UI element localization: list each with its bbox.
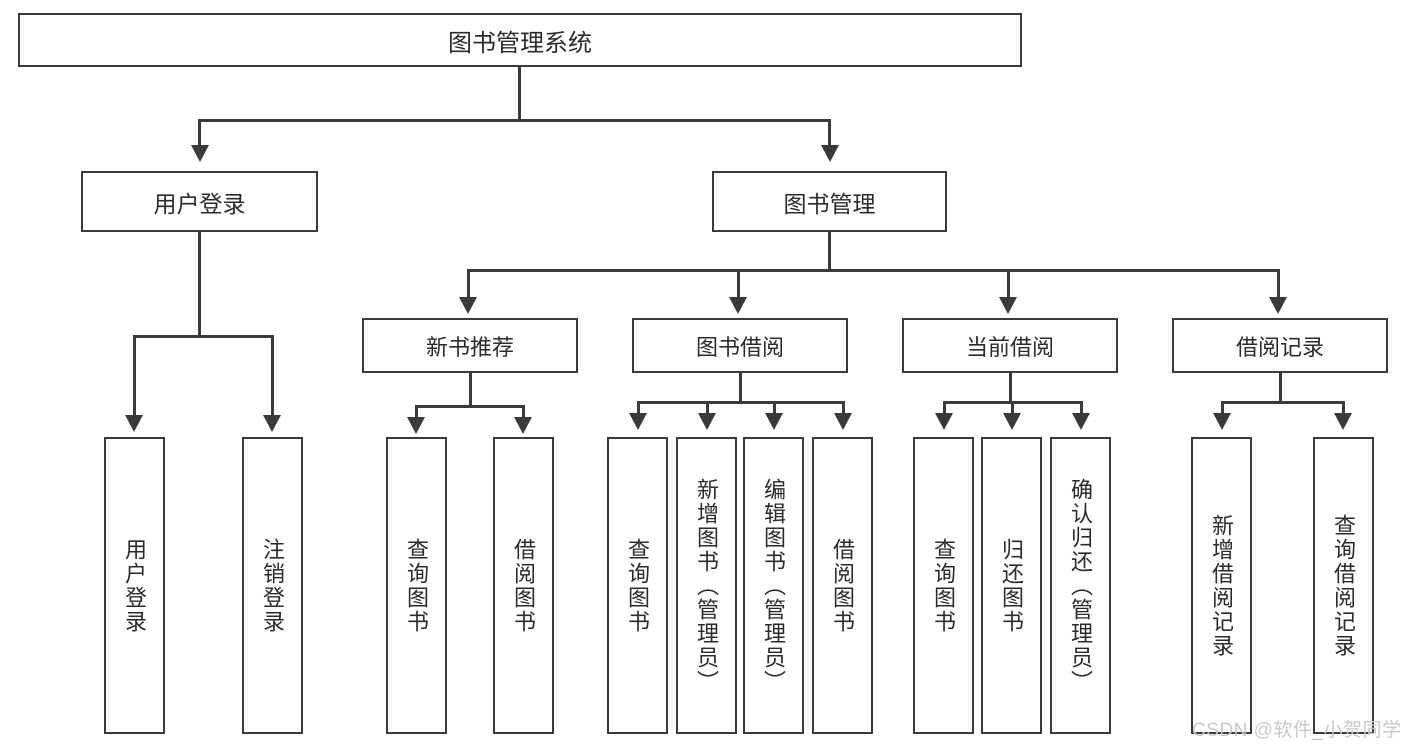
node-borrow-record[interactable]: 借阅记录 — [1172, 318, 1388, 373]
leaf-current-borrow-2[interactable]: 归还图书 — [981, 437, 1042, 734]
leaf-label: 编辑图书（管理员） — [761, 477, 787, 694]
node-label: 用户登录 — [153, 190, 246, 217]
connector-current-borrow-stem — [1009, 373, 1012, 403]
node-book-manage[interactable]: 图书管理 — [712, 171, 947, 232]
connector-book-manage-child-2 — [737, 269, 740, 299]
arrow-book-manage-child-3 — [999, 297, 1017, 314]
connector-book-borrow-leaf-4 — [842, 401, 845, 415]
connector-book-manage-child-3 — [1007, 269, 1010, 299]
leaf-label: 借阅图书 — [830, 537, 856, 634]
arrow-new-book-leaf-2 — [514, 417, 532, 434]
arrow-current-borrow-leaf-2 — [1003, 413, 1021, 430]
watermark-text: CSDN @软件_小贺同学 — [1192, 720, 1402, 741]
connector-book-borrow-bar — [637, 401, 845, 404]
connector-current-borrow-leaf-1 — [943, 401, 946, 415]
connector-book-borrow-stem — [739, 373, 742, 403]
leaf-user-login-2[interactable]: 注销登录 — [242, 437, 303, 734]
arrow-book-manage-child-4 — [1269, 297, 1287, 314]
leaf-borrow-record-2[interactable]: 查询借阅记录 — [1313, 437, 1374, 734]
node-book-borrow[interactable]: 图书借阅 — [632, 318, 848, 373]
connector-root-to-user-login — [198, 119, 201, 147]
csdn-watermark: CSDN @软件_小贺同学 — [1192, 715, 1401, 742]
leaf-label: 查询借阅记录 — [1331, 513, 1357, 658]
node-label: 新书推荐 — [425, 334, 514, 360]
node-new-book-recommend[interactable]: 新书推荐 — [362, 318, 578, 373]
arrow-book-borrow-leaf-2 — [698, 413, 716, 430]
leaf-label: 注销登录 — [260, 537, 286, 634]
arrow-user-login-leaf-1 — [125, 415, 143, 432]
arrow-root-to-user-login — [191, 145, 209, 162]
connector-new-book-leaf-1 — [415, 405, 418, 419]
leaf-book-borrow-3[interactable]: 编辑图书（管理员） — [743, 437, 804, 734]
node-label: 图书管理系统 — [448, 29, 592, 57]
connector-user-login-leaf-1 — [133, 335, 136, 417]
connector-book-borrow-leaf-3 — [773, 401, 776, 415]
connector-new-book-stem — [469, 373, 472, 407]
connector-borrow-record-leaf-2 — [1342, 401, 1345, 415]
leaf-label: 查询图书 — [625, 537, 651, 634]
leaf-borrow-record-1[interactable]: 新增借阅记录 — [1191, 437, 1252, 734]
node-label: 图书借阅 — [695, 334, 784, 360]
connector-new-book-bar — [415, 405, 525, 408]
leaf-book-borrow-4[interactable]: 借阅图书 — [812, 437, 873, 734]
arrow-root-to-book-manage — [821, 145, 839, 162]
node-current-borrow[interactable]: 当前借阅 — [902, 318, 1118, 373]
leaf-current-borrow-3[interactable]: 确认归还（管理员） — [1050, 437, 1111, 734]
connector-book-manage-child-4 — [1277, 269, 1280, 299]
node-label: 借阅记录 — [1235, 334, 1324, 360]
leaf-label: 归还图书 — [999, 537, 1025, 634]
arrow-borrow-record-leaf-2 — [1334, 413, 1352, 430]
leaf-user-login-1[interactable]: 用户登录 — [104, 437, 165, 734]
connector-user-login-stem — [198, 232, 201, 337]
leaf-new-book-recommend-1[interactable]: 查询图书 — [386, 437, 447, 734]
node-label: 当前借阅 — [965, 334, 1054, 360]
node-user-login[interactable]: 用户登录 — [81, 171, 318, 232]
leaf-label: 新增借阅记录 — [1209, 513, 1235, 658]
connector-borrow-record-stem — [1279, 373, 1282, 403]
arrow-current-borrow-leaf-1 — [935, 413, 953, 430]
node-root-system[interactable]: 图书管理系统 — [18, 13, 1022, 67]
connector-user-login-bar — [133, 335, 271, 338]
leaf-label: 查询图书 — [931, 537, 957, 634]
connector-current-borrow-leaf-3 — [1080, 401, 1083, 415]
connector-root-to-book-manage — [828, 119, 831, 147]
arrow-book-borrow-leaf-3 — [765, 413, 783, 430]
arrow-new-book-leaf-1 — [407, 417, 425, 434]
connector-borrow-record-bar — [1221, 401, 1345, 404]
connector-user-login-leaf-2 — [271, 335, 274, 417]
connector-root-bar — [198, 119, 831, 122]
connector-book-manage-child-1 — [467, 269, 470, 299]
leaf-current-borrow-1[interactable]: 查询图书 — [913, 437, 974, 734]
connector-book-borrow-leaf-1 — [637, 401, 640, 415]
arrow-borrow-record-leaf-1 — [1213, 413, 1231, 430]
arrow-book-borrow-leaf-1 — [629, 413, 647, 430]
connector-book-manage-bar — [467, 269, 1279, 272]
connector-root-stem — [518, 67, 521, 120]
leaf-label: 借阅图书 — [511, 537, 537, 634]
leaf-new-book-recommend-2[interactable]: 借阅图书 — [493, 437, 554, 734]
connector-book-borrow-leaf-2 — [706, 401, 709, 415]
leaf-label: 查询图书 — [404, 537, 430, 634]
arrow-book-borrow-leaf-4 — [834, 413, 852, 430]
leaf-label: 新增图书（管理员） — [694, 477, 720, 694]
connector-new-book-leaf-2 — [522, 405, 525, 419]
connector-book-manage-stem — [828, 232, 831, 271]
leaf-label: 确认归还（管理员） — [1068, 477, 1094, 694]
leaf-book-borrow-1[interactable]: 查询图书 — [607, 437, 668, 734]
arrow-book-manage-child-1 — [459, 297, 477, 314]
leaf-label: 用户登录 — [122, 537, 148, 634]
connector-current-borrow-leaf-2 — [1011, 401, 1014, 415]
node-label: 图书管理 — [783, 190, 876, 217]
arrow-user-login-leaf-2 — [263, 415, 281, 432]
arrow-current-borrow-leaf-3 — [1072, 413, 1090, 430]
connector-borrow-record-leaf-1 — [1221, 401, 1224, 415]
leaf-book-borrow-2[interactable]: 新增图书（管理员） — [676, 437, 737, 734]
arrow-book-manage-child-2 — [729, 297, 747, 314]
